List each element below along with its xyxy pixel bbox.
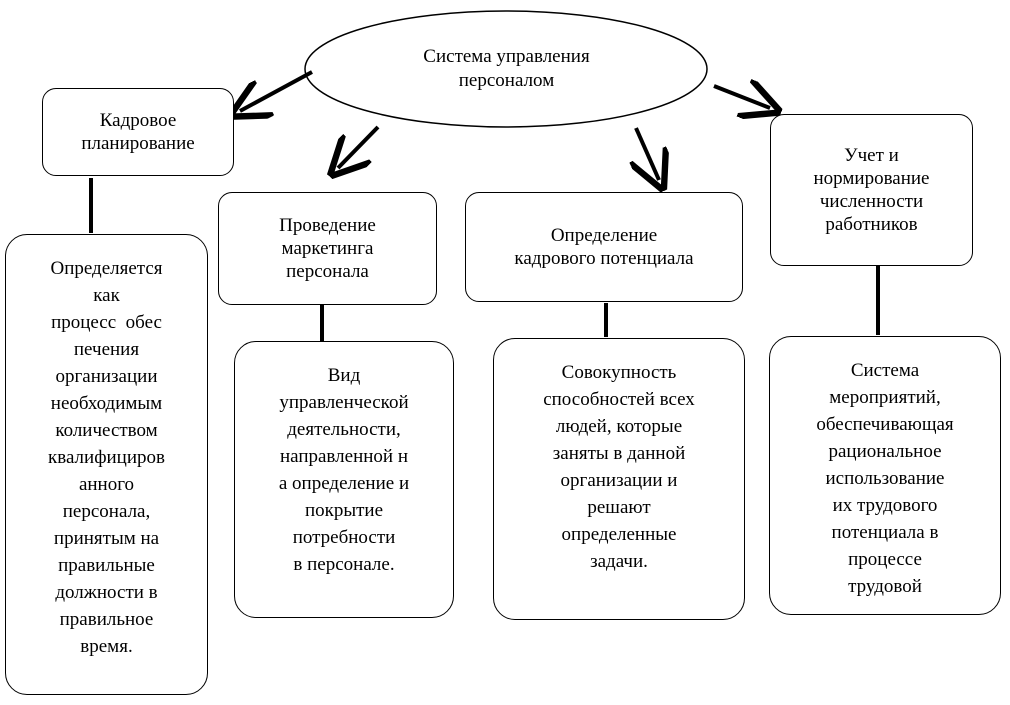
potential-desc-line: решают <box>587 497 651 518</box>
marketing-title-line: Проведение <box>279 215 376 236</box>
potential-desc-line: заняты в данной <box>552 443 686 464</box>
arrow-to-marketing <box>338 125 380 168</box>
planning-desc-line: организации <box>55 366 158 387</box>
planning-desc-line: процесс обес <box>51 312 162 333</box>
planning-desc-line: необходимым <box>50 393 163 414</box>
potential-desc-line: задачи. <box>590 551 648 572</box>
planning-title-line: Кадровое <box>99 110 177 131</box>
accounting-description-box: Система мероприятий, обеспечивающая раци… <box>769 336 1001 615</box>
marketing-desc-line: деятельности, <box>287 419 401 440</box>
accounting-desc-line: трудовой <box>848 576 922 597</box>
potential-title-line: Определение <box>550 225 658 246</box>
planning-desc-line: анного <box>78 474 135 495</box>
accounting-desc-line: использование <box>825 468 945 489</box>
accounting-title-line: численности <box>819 191 924 212</box>
potential-desc-line: способностей всех <box>543 389 695 410</box>
marketing-title-line: персонала <box>286 261 369 282</box>
potential-title-box: Определение кадрового потенциала <box>465 192 743 302</box>
marketing-desc-line: направленной н <box>279 446 408 467</box>
potential-desc-line: организации и <box>560 470 678 491</box>
planning-title-line: планирование <box>81 133 195 154</box>
accounting-desc-line: потенциала в <box>831 522 939 543</box>
marketing-title-box: Проведение маркетинга персонала <box>218 192 437 305</box>
planning-desc-line: должности в <box>55 582 158 603</box>
planning-desc-line: как <box>93 285 120 306</box>
potential-description-box: Совокупность способностей всех людей, ко… <box>493 338 745 620</box>
accounting-desc-line: процессе <box>848 549 922 570</box>
arrow-to-potential <box>636 127 659 180</box>
marketing-desc-line: в персонале. <box>293 554 395 575</box>
marketing-desc-line: покрытие <box>304 500 384 521</box>
potential-desc-line: определенные <box>561 524 677 545</box>
arrow-to-planning <box>240 70 313 111</box>
planning-desc-line: время. <box>80 636 133 657</box>
potential-desc-line: людей, которые <box>555 416 683 437</box>
accounting-desc-line: Система <box>850 360 920 381</box>
accounting-desc-line: мероприятий, <box>829 387 941 408</box>
accounting-title-line: нормирование <box>813 168 930 189</box>
planning-desc-line: квалифициров <box>48 447 165 468</box>
accounting-title-line: работников <box>825 214 918 235</box>
accounting-title-line: Учет и <box>844 145 899 166</box>
root-ellipse <box>304 10 708 128</box>
planning-desc-line: правильные <box>58 555 155 576</box>
planning-desc-line: правильное <box>59 609 154 630</box>
planning-title-box: Кадровое планирование <box>42 88 234 176</box>
marketing-desc-line: потребности <box>292 527 396 548</box>
root-node-label: Система управления персоналом <box>305 10 708 128</box>
accounting-desc-line: их трудового <box>832 495 938 516</box>
planning-desc-line: персонала, <box>62 501 151 522</box>
planning-desc-line: печения <box>73 339 140 360</box>
potential-title-line: кадрового потенциала <box>514 248 694 269</box>
accounting-desc-line: обеспечивающая <box>816 414 954 435</box>
planning-description-box: Определяется как процесс обес печения ор… <box>5 234 208 695</box>
root-line: персоналом <box>458 70 555 91</box>
planning-desc-line: количеством <box>55 420 158 441</box>
root-line: Система управления <box>423 46 590 67</box>
planning-desc-line: принятым на <box>53 528 160 549</box>
accounting-desc-line: рациональное <box>828 441 942 462</box>
marketing-desc-line: Вид <box>327 365 361 386</box>
marketing-desc-line: управленческой <box>279 392 409 413</box>
marketing-title-line: маркетинга <box>281 238 374 259</box>
marketing-description-box: Вид управленческой деятельности, направл… <box>234 341 454 618</box>
arrow-to-accounting <box>713 86 770 108</box>
accounting-title-box: Учет и нормирование численности работник… <box>770 114 973 266</box>
potential-desc-line: Совокупность <box>561 362 677 383</box>
marketing-desc-line: а определение и <box>278 473 410 494</box>
planning-desc-line: Определяется <box>50 258 163 279</box>
